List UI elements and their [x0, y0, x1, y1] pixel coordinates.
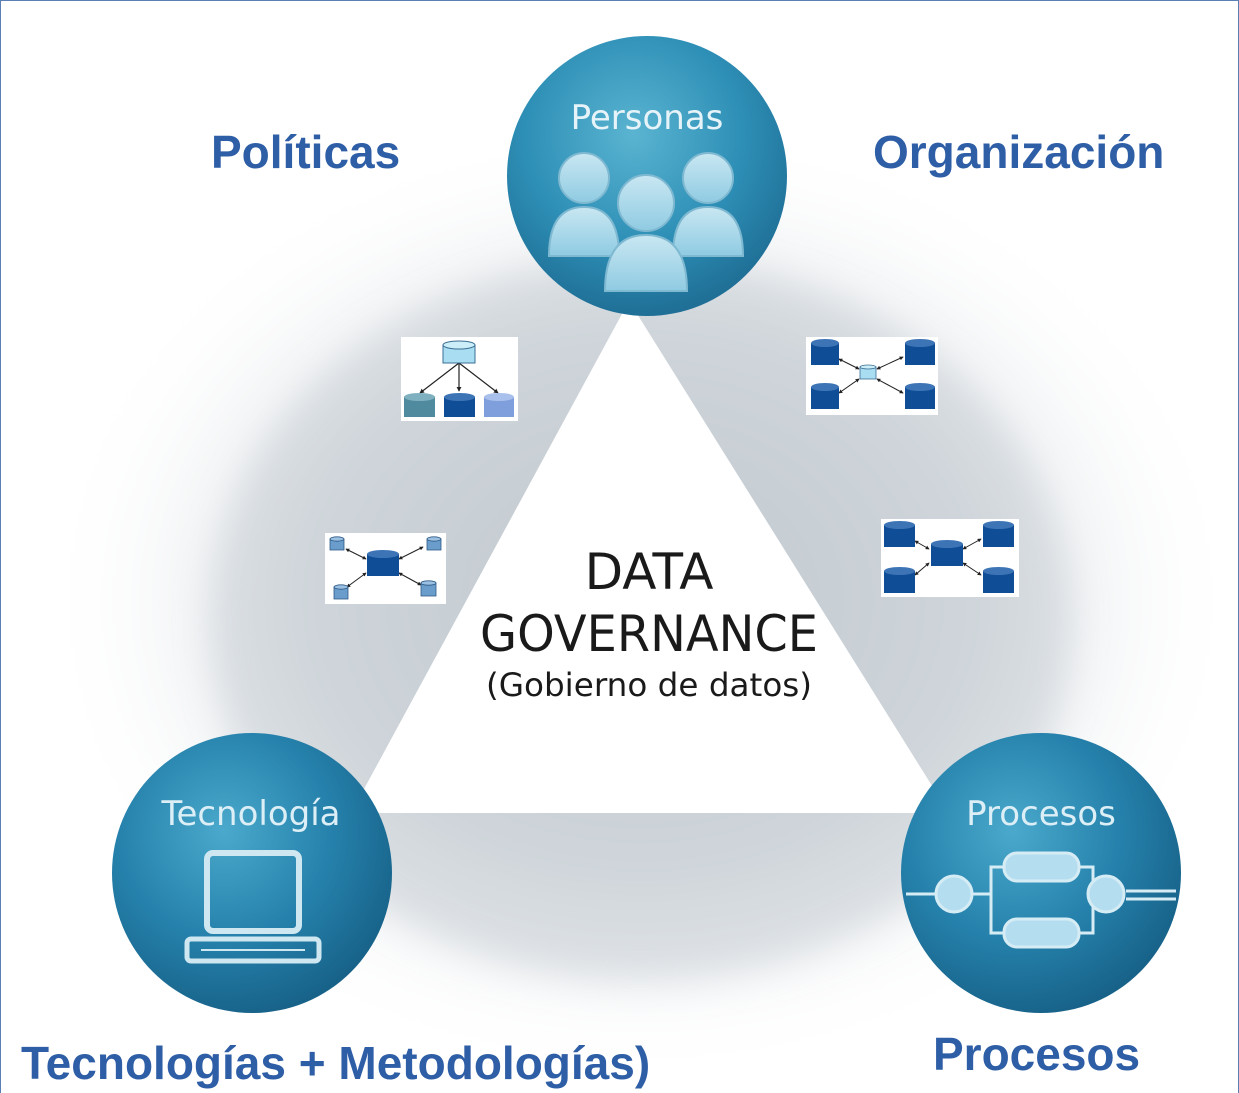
center-title-line-1: DATA — [585, 543, 714, 601]
people-node: Personas — [507, 36, 787, 316]
center-title: DATA GOVERNANCE (Gobierno de datos) — [480, 543, 818, 704]
processes-node: Procesos — [901, 733, 1181, 1013]
db-cylinder-top — [442, 340, 476, 364]
process-flow-icon — [906, 851, 1176, 949]
technology-node-label: Tecnología — [160, 794, 340, 834]
corner-label-organization: Organización — [873, 126, 1165, 178]
database-hub-icon — [806, 337, 938, 415]
database-hierarchy-icon — [401, 337, 518, 421]
corner-label-policies: Políticas — [211, 126, 401, 178]
computer-icon — [184, 850, 322, 964]
governance-triangle — [351, 301, 949, 813]
center-subtitle: (Gobierno de datos) — [486, 666, 812, 704]
people-icon — [547, 152, 745, 292]
corner-label-processes: Procesos — [933, 1028, 1141, 1080]
database-cluster-icon — [881, 519, 1019, 597]
database-network-icon — [325, 533, 446, 604]
processes-node-label: Procesos — [966, 794, 1116, 834]
people-node-label: Personas — [571, 98, 724, 138]
technology-node: Tecnología — [112, 733, 392, 1013]
center-title-line-2: GOVERNANCE — [480, 605, 818, 663]
corner-label-technologies-methodologies: Tecnologías + Metodologías) — [21, 1037, 651, 1089]
